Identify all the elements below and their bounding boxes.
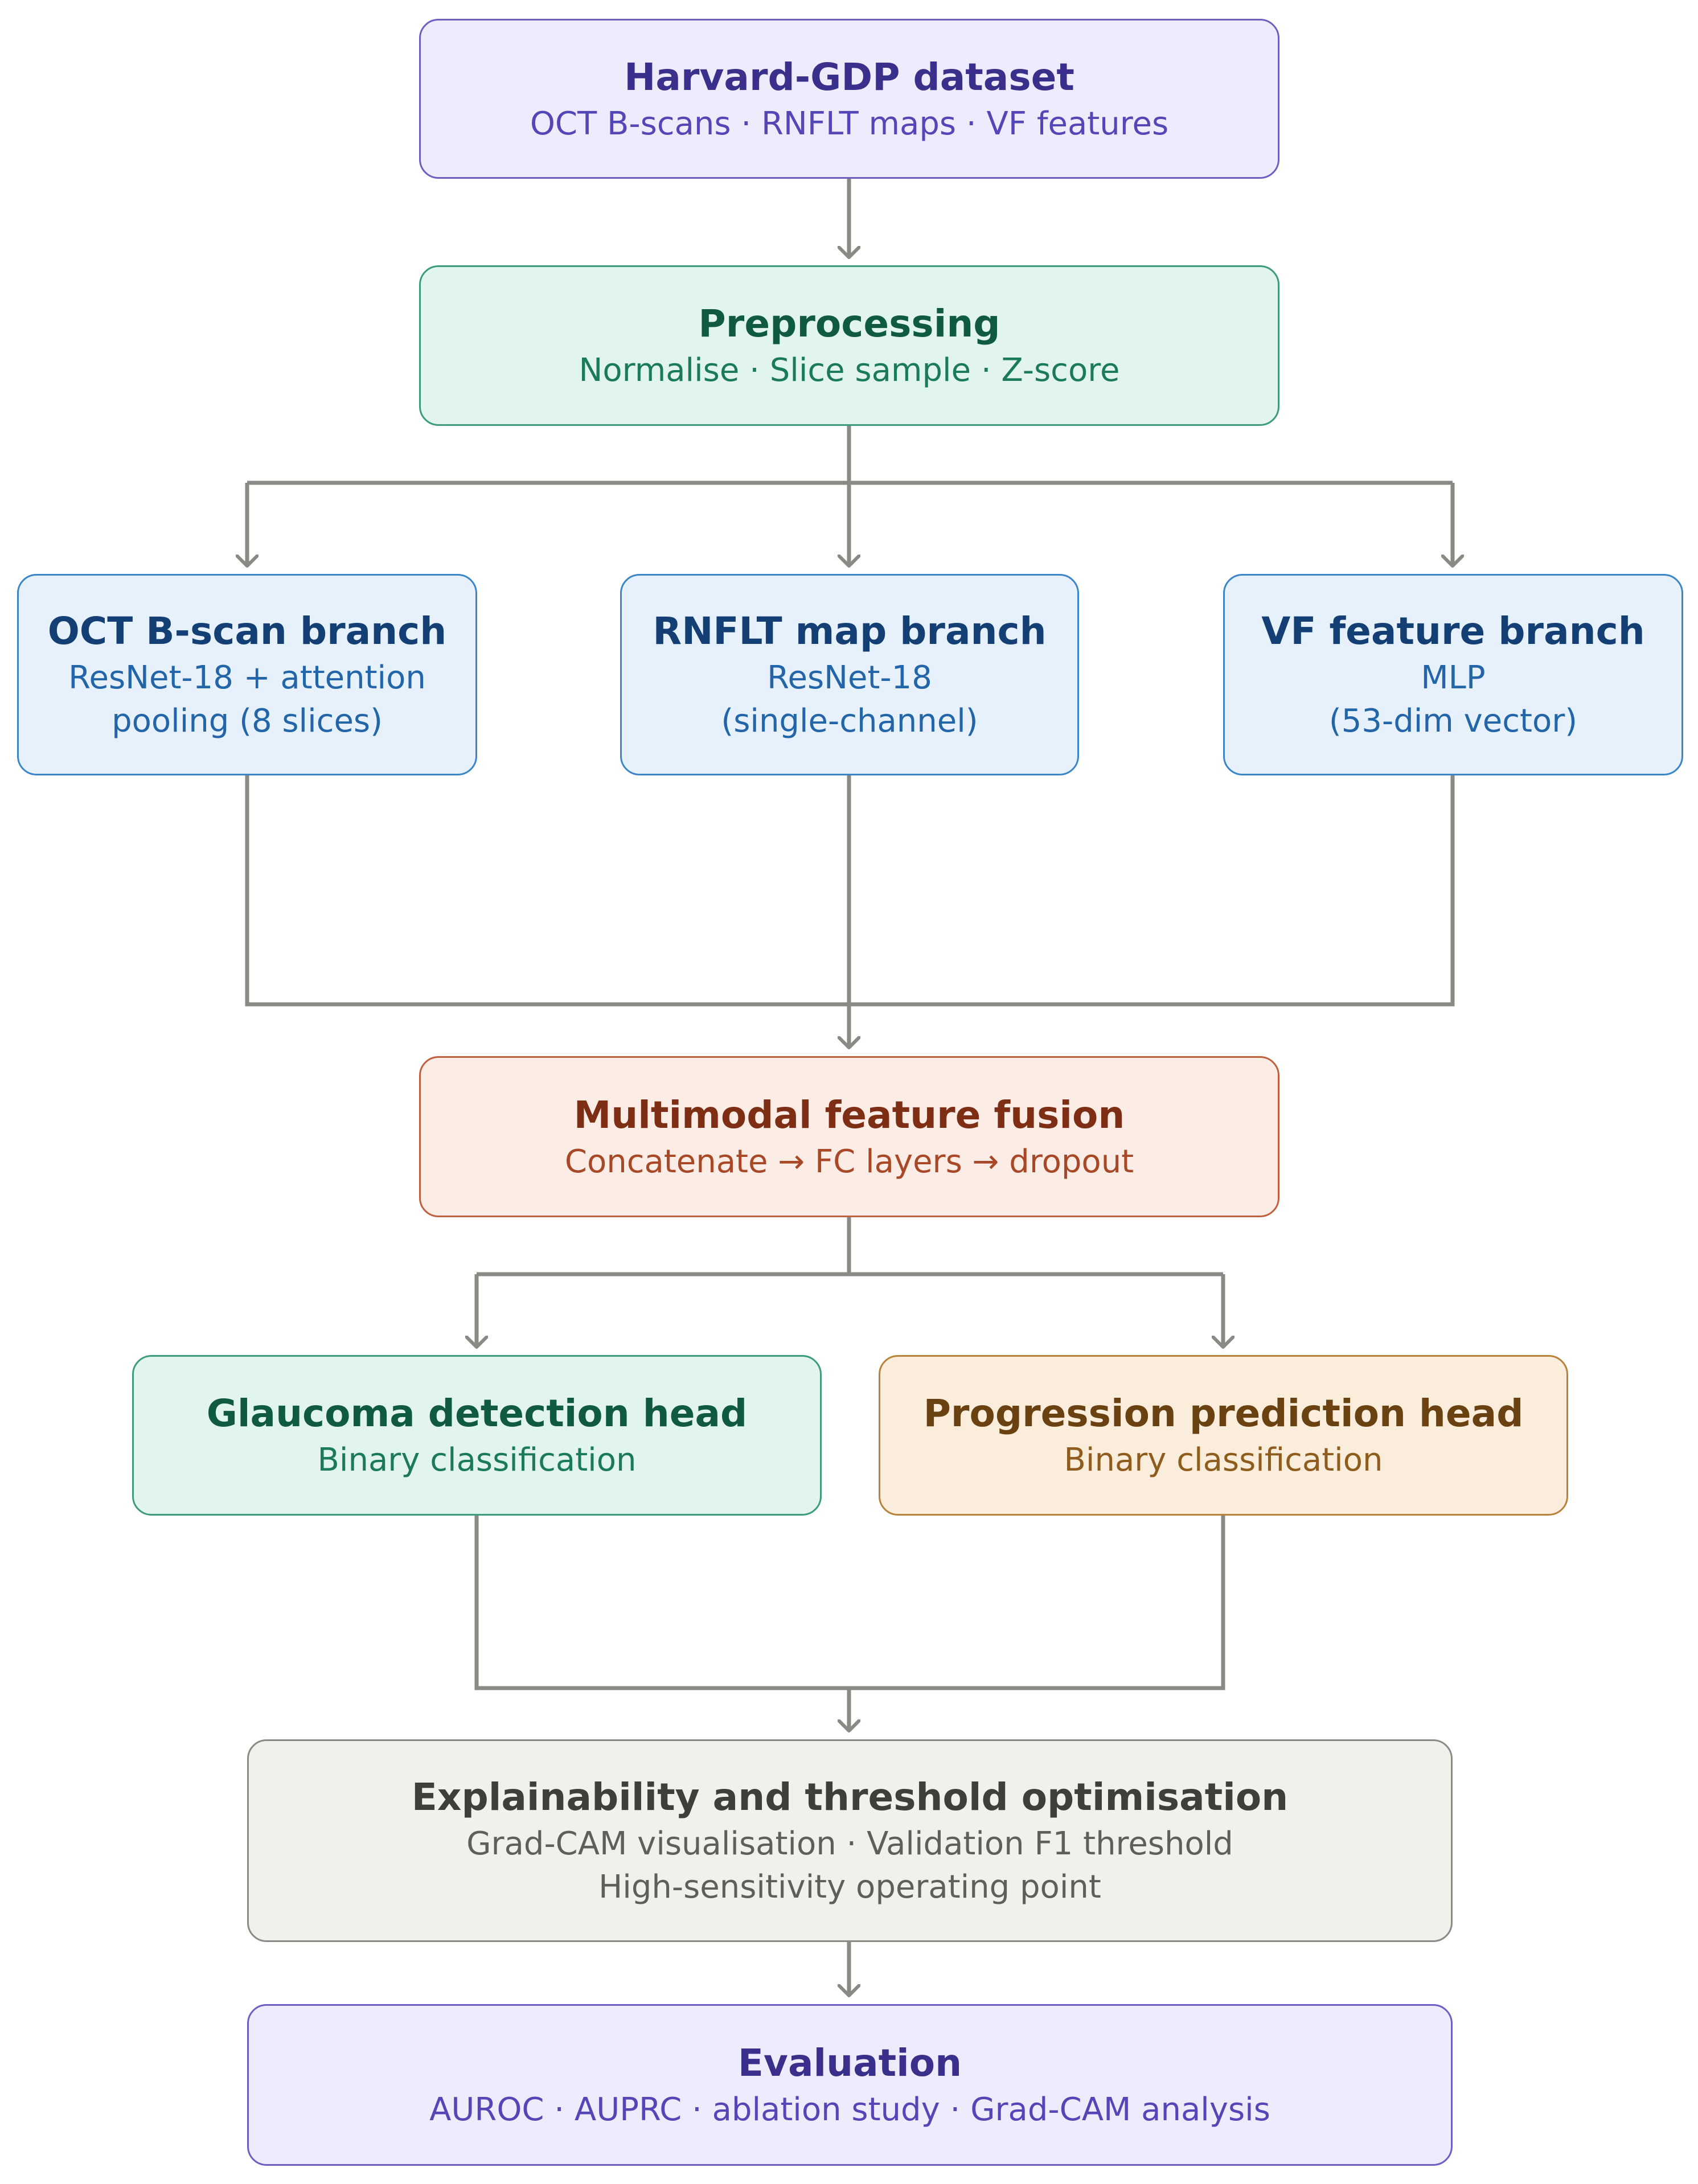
explainability-subtitle-line-1: Grad-CAM visualisation · Validation F1 t… [466, 1825, 1233, 1862]
evaluation-node: Evaluation AUROC · AUPRC · ablation stud… [247, 2004, 1453, 2166]
split-line-branches [247, 426, 1453, 485]
oct-branch-title: OCT B-scan branch [47, 609, 447, 653]
vf-branch-title: VF feature branch [1261, 609, 1645, 653]
dataset-node: Harvard-GDP dataset OCT B-scans · RNFLT … [419, 19, 1279, 179]
rnflt-branch-subtitle-line-2: (single-channel) [721, 703, 978, 740]
vf-branch-node: VF feature branch MLP (53-dim vector) [1223, 574, 1683, 775]
detection-head-title: Glaucoma detection head [206, 1391, 748, 1435]
explainability-title: Explainability and threshold optimisatio… [411, 1775, 1289, 1819]
explainability-node: Explainability and threshold optimisatio… [247, 1739, 1453, 1942]
rnflt-branch-title: RNFLT map branch [653, 609, 1047, 653]
evaluation-title: Evaluation [737, 2041, 962, 2085]
progression-head-node: Progression prediction head Binary class… [879, 1355, 1568, 1516]
rnflt-branch-subtitle-line-1: ResNet-18 [767, 659, 932, 696]
vf-branch-subtitle-line-1: MLP [1421, 659, 1486, 696]
fusion-title: Multimodal feature fusion [573, 1093, 1125, 1137]
oct-branch-subtitle-line-1: ResNet-18 + attention [68, 659, 426, 696]
progression-head-subtitle: Binary classification [1064, 1442, 1383, 1479]
fusion-subtitle: Concatenate → FC layers → dropout [564, 1143, 1134, 1180]
detection-head-subtitle: Binary classification [317, 1442, 637, 1479]
merge-line-branches [245, 775, 1455, 1007]
detection-head-node: Glaucoma detection head Binary classific… [132, 1355, 822, 1516]
split-line-heads [477, 1217, 1223, 1276]
oct-branch-subtitle-line-2: pooling (8 slices) [112, 703, 383, 740]
dataset-subtitle: OCT B-scans · RNFLT maps · VF features [530, 105, 1169, 142]
rnflt-branch-node: RNFLT map branch ResNet-18 (single-chann… [620, 574, 1079, 775]
evaluation-subtitle: AUROC · AUPRC · ablation study · Grad-CA… [429, 2091, 1270, 2128]
preprocessing-subtitle: Normalise · Slice sample · Z-score [579, 352, 1120, 389]
merge-line-heads [474, 1516, 1225, 1690]
progression-head-title: Progression prediction head [923, 1391, 1524, 1435]
vf-branch-subtitle-line-2: (53-dim vector) [1328, 703, 1578, 740]
preprocessing-title: Preprocessing [698, 302, 1000, 346]
dataset-title: Harvard-GDP dataset [624, 55, 1074, 99]
preprocessing-node: Preprocessing Normalise · Slice sample ·… [419, 265, 1279, 426]
fusion-node: Multimodal feature fusion Concatenate → … [419, 1056, 1279, 1217]
oct-branch-node: OCT B-scan branch ResNet-18 + attention … [17, 574, 477, 775]
explainability-subtitle-line-2: High-sensitivity operating point [598, 1869, 1101, 1906]
